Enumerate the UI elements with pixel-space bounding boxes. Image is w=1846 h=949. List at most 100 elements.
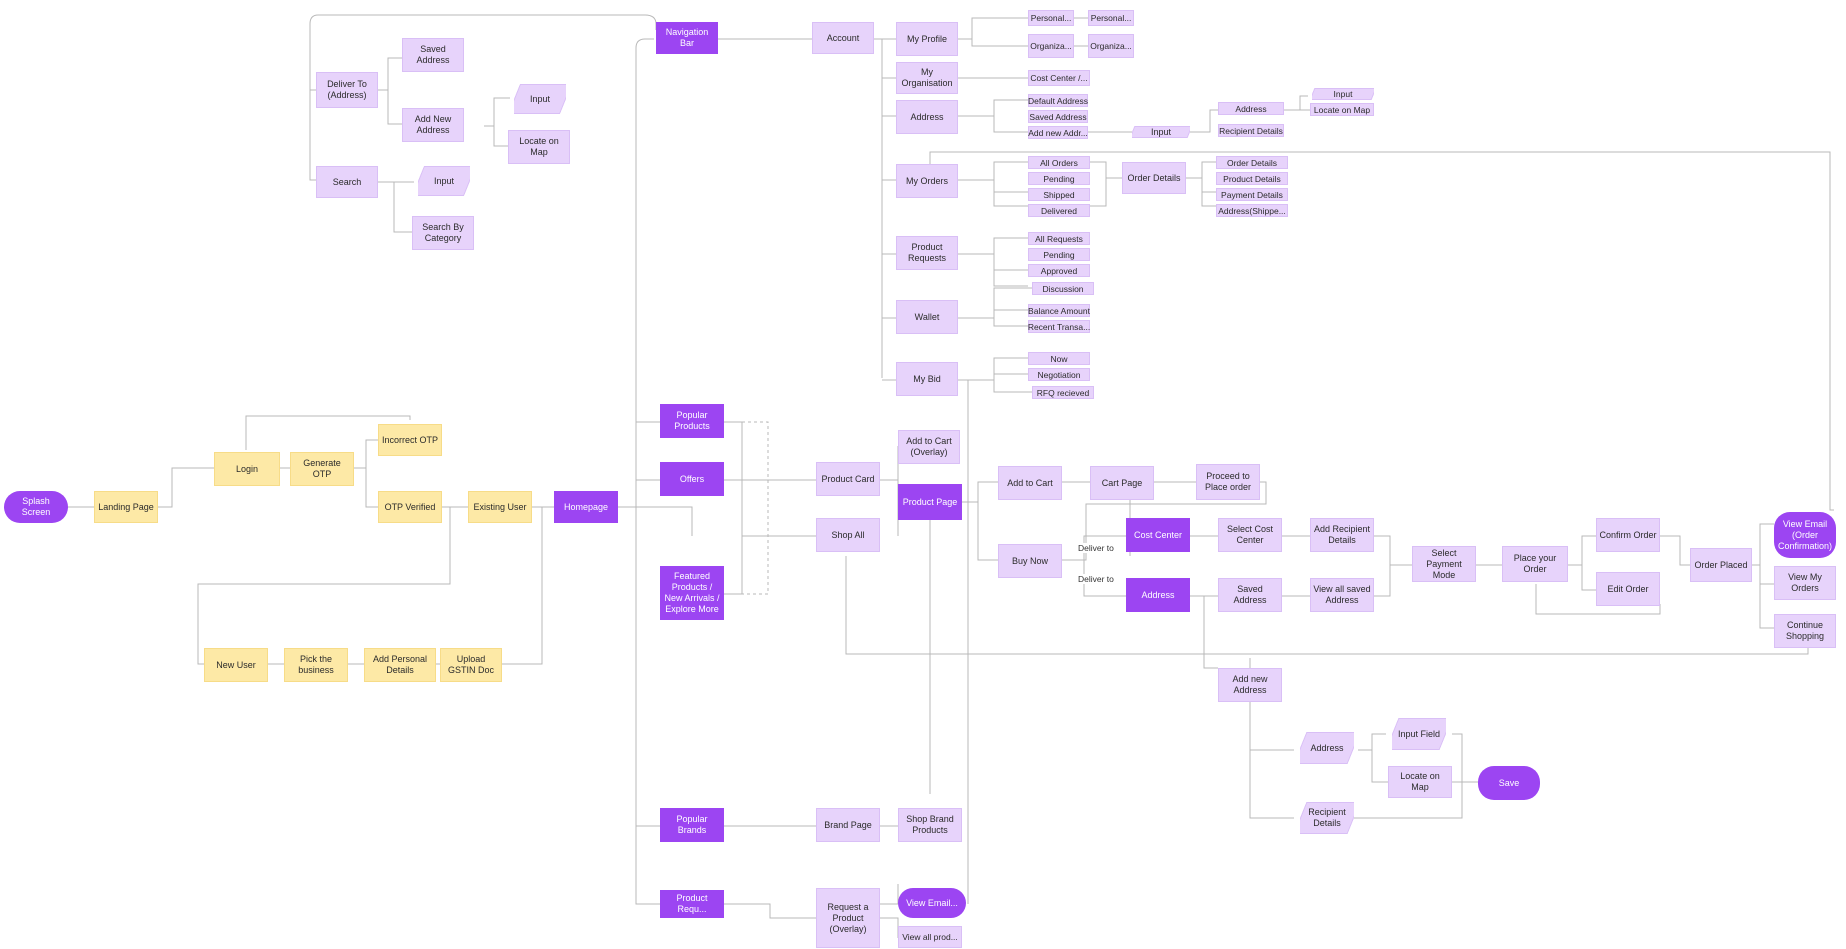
cost-center-sub-node[interactable]: Cost Center /... (1028, 70, 1090, 86)
view-my-orders-node[interactable]: View My Orders (1774, 566, 1836, 600)
address-menu-node[interactable]: Address (896, 100, 958, 134)
new-user-node[interactable]: New User (204, 648, 268, 682)
delivered-node[interactable]: Delivered (1028, 204, 1090, 217)
existing-user-node[interactable]: Existing User (468, 491, 532, 523)
orders-pending-node[interactable]: Pending (1028, 172, 1090, 185)
addr-input-node[interactable]: Input (1132, 126, 1190, 138)
addr-input-label: Input (1150, 126, 1172, 137)
add-to-cart-overlay-node[interactable]: Add to Cart (Overlay) (898, 430, 960, 464)
cost-center-node[interactable]: Cost Center (1126, 518, 1190, 552)
order-placed-node[interactable]: Order Placed (1690, 548, 1752, 582)
search-input-node[interactable]: Input (418, 166, 470, 196)
product-requests-node[interactable]: Product Requests (896, 236, 958, 270)
od-product-details-node[interactable]: Product Details (1216, 172, 1288, 185)
locate-flow-node[interactable]: Locate on Map (1388, 766, 1452, 798)
saved-address-top-node[interactable]: Saved Address (402, 38, 464, 72)
my-orders-node[interactable]: My Orders (896, 164, 958, 198)
od-payment-details-node[interactable]: Payment Details (1216, 188, 1288, 201)
select-payment-node[interactable]: Select Payment Mode (1412, 546, 1476, 582)
add-personal-node[interactable]: Add Personal Details (364, 648, 436, 682)
add-new-address-top-node[interactable]: Add New Address (402, 108, 464, 142)
req-pending-node[interactable]: Pending (1028, 248, 1090, 261)
balance-amount-node[interactable]: Balance Amount (1028, 304, 1090, 317)
shop-all-node[interactable]: Shop All (816, 518, 880, 552)
upload-gstin-node[interactable]: Upload GSTIN Doc (440, 648, 502, 682)
add-recipient-node[interactable]: Add Recipient Details (1310, 518, 1374, 552)
edit-order-node[interactable]: Edit Order (1596, 572, 1660, 606)
place-order-node[interactable]: Place your Order (1502, 546, 1568, 582)
personal-2-node[interactable]: Personal... (1088, 10, 1134, 26)
select-cost-center-node[interactable]: Select Cost Center (1218, 518, 1282, 552)
deliver-to-node[interactable]: Deliver To (Address) (316, 72, 378, 108)
od-order-details-node[interactable]: Order Details (1216, 156, 1288, 169)
pick-business-node[interactable]: Pick the business (284, 648, 348, 682)
featured-products-node[interactable]: Featured Products / New Arrivals / Explo… (660, 566, 724, 620)
view-email-node[interactable]: View Email (Order Confirmation) (1774, 512, 1836, 558)
add-new-address-flow-node[interactable]: Add new Address (1218, 668, 1282, 702)
landing-page-node[interactable]: Landing Page (94, 491, 158, 523)
generate-otp-node[interactable]: Generate OTP (290, 452, 354, 486)
otp-verified-node[interactable]: OTP Verified (378, 491, 442, 523)
view-all-saved-node[interactable]: View all saved Address (1310, 578, 1374, 612)
brand-page-node[interactable]: Brand Page (816, 808, 880, 842)
search-category-node[interactable]: Search By Category (412, 216, 474, 250)
cart-page-node[interactable]: Cart Page (1090, 466, 1154, 500)
product-page-node[interactable]: Product Page (898, 484, 962, 520)
locate-top-node[interactable]: Locate on Map (508, 130, 570, 164)
addr-input2-node[interactable]: Input (1312, 88, 1374, 100)
addr-locate-node[interactable]: Locate on Map (1310, 103, 1374, 116)
splash-screen-node[interactable]: Splash Screen (4, 491, 68, 523)
recipient-flow-node[interactable]: Recipient Details (1300, 802, 1354, 834)
account-node[interactable]: Account (812, 22, 874, 54)
product-card-node[interactable]: Product Card (816, 462, 880, 496)
input-field-node[interactable]: Input Field (1392, 718, 1446, 750)
confirm-order-node[interactable]: Confirm Order (1596, 518, 1660, 552)
organiza-2-node[interactable]: Organiza... (1088, 34, 1134, 58)
wallet-node[interactable]: Wallet (896, 300, 958, 334)
saved-address-menu-node[interactable]: Saved Address (1028, 110, 1088, 123)
navigation-bar-node[interactable]: Navigation Bar (656, 22, 718, 54)
default-address-node[interactable]: Default Address (1028, 94, 1088, 107)
shipped-node[interactable]: Shipped (1028, 188, 1090, 201)
bid-now-node[interactable]: Now (1028, 352, 1090, 365)
personal-1-node[interactable]: Personal... (1028, 10, 1074, 26)
search-node[interactable]: Search (316, 166, 378, 198)
recent-transa-node[interactable]: Recent Transa... (1028, 320, 1090, 333)
view-email-small-node[interactable]: View Email... (898, 888, 966, 918)
recipient-details-top-node[interactable]: Recipient Details (1218, 124, 1284, 137)
request-product-node[interactable]: Request a Product (Overlay) (816, 888, 880, 948)
product-requ-node[interactable]: Product Requ... (660, 890, 724, 918)
incorrect-otp-node[interactable]: Incorrect OTP (378, 424, 442, 456)
buy-now-node[interactable]: Buy Now (998, 544, 1062, 578)
offers-node[interactable]: Offers (660, 462, 724, 496)
my-profile-node[interactable]: My Profile (896, 22, 958, 56)
input-top-node[interactable]: Input (514, 84, 566, 114)
popular-products-node[interactable]: Popular Products (660, 404, 724, 438)
my-bid-node[interactable]: My Bid (896, 362, 958, 396)
discussion-node[interactable]: Discussion (1032, 282, 1094, 295)
all-orders-node[interactable]: All Orders (1028, 156, 1090, 169)
approved-node[interactable]: Approved (1028, 264, 1090, 277)
saved-address-flow-node[interactable]: Saved Address (1218, 578, 1282, 612)
order-details-node[interactable]: Order Details (1122, 162, 1186, 194)
address-flow-node[interactable]: Address (1126, 578, 1190, 612)
delivered-label: Delivered (1041, 205, 1077, 216)
organiza-1-node[interactable]: Organiza... (1028, 34, 1074, 58)
save-node[interactable]: Save (1478, 766, 1540, 800)
negotiation-node[interactable]: Negotiation (1028, 368, 1090, 381)
all-requests-node[interactable]: All Requests (1028, 232, 1090, 245)
add-new-addr-menu-node[interactable]: Add new Addr... (1028, 126, 1088, 139)
rfq-received-node[interactable]: RFQ recieved (1032, 386, 1094, 399)
view-all-prod-node[interactable]: View all prod... (898, 926, 962, 948)
continue-shopping-node[interactable]: Continue Shopping (1774, 614, 1836, 648)
addr-address-node[interactable]: Address (1218, 102, 1284, 115)
proceed-place-node[interactable]: Proceed to Place order (1196, 464, 1260, 500)
flow-address-input-node[interactable]: Address (1300, 732, 1354, 764)
my-organisation-node[interactable]: My Organisation (896, 62, 958, 94)
login-node[interactable]: Login (214, 452, 280, 486)
od-address-node[interactable]: Address(Shippe... (1216, 204, 1288, 217)
popular-brands-node[interactable]: Popular Brands (660, 808, 724, 842)
add-to-cart-node[interactable]: Add to Cart (998, 466, 1062, 500)
shop-brand-products-node[interactable]: Shop Brand Products (898, 808, 962, 842)
homepage-node[interactable]: Homepage (554, 491, 618, 523)
